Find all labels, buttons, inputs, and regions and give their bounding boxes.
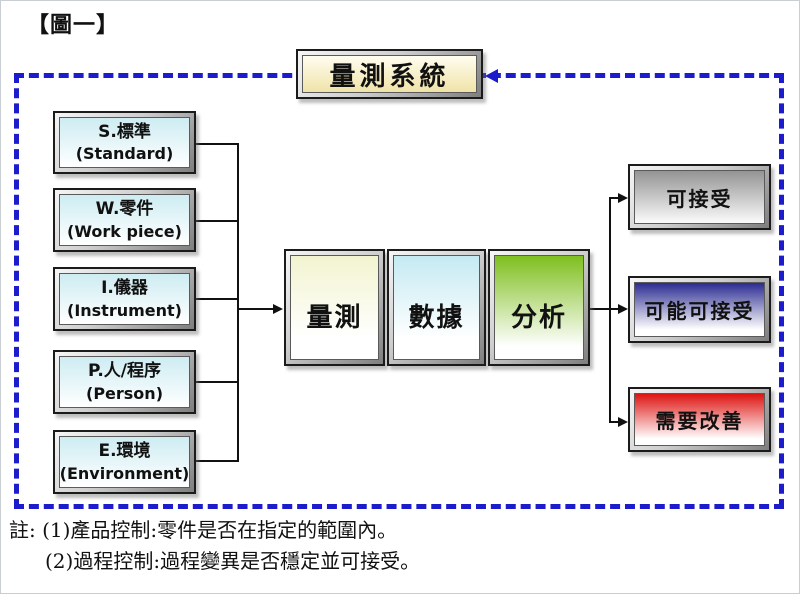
process-box-label: 量測 bbox=[306, 303, 363, 333]
dashed-feedback-arrowhead-icon bbox=[485, 69, 498, 83]
connector-line bbox=[609, 197, 611, 423]
connector-line bbox=[196, 143, 237, 145]
input-box-title: I.儀器 bbox=[101, 278, 148, 299]
arrowhead-icon bbox=[618, 193, 628, 203]
footnotes: 註: (1)產品控制:零件是否在指定的範圍內。 (2)過程控制:過程變異是否穩定… bbox=[9, 515, 420, 577]
input-box-subtitle: (Work piece) bbox=[67, 221, 182, 241]
connector-line bbox=[196, 298, 237, 300]
connector-line bbox=[196, 381, 237, 383]
input-box-instrument: I.儀器 (Instrument) bbox=[53, 267, 196, 331]
system-title-label: 量測系統 bbox=[329, 61, 450, 92]
process-box-measure: 量測 bbox=[284, 249, 385, 366]
input-box-title: W.零件 bbox=[95, 199, 154, 220]
footnote-line-2: (2)過程控制:過程變異是否穩定並可接受。 bbox=[45, 549, 421, 573]
connector-line bbox=[237, 308, 275, 310]
connector-line bbox=[590, 308, 620, 310]
input-box-title: S.標準 bbox=[98, 121, 151, 142]
system-title-box: 量測系統 bbox=[296, 49, 483, 99]
outcome-box-acceptable: 可接受 bbox=[628, 164, 771, 230]
outcome-box-label: 可接受 bbox=[666, 186, 733, 211]
input-box-subtitle: (Environment) bbox=[59, 463, 190, 483]
process-box-label: 分析 bbox=[510, 303, 567, 333]
arrowhead-icon bbox=[618, 304, 628, 314]
input-box-standard: S.標準 (Standard) bbox=[53, 111, 196, 174]
arrowhead-icon bbox=[273, 304, 283, 314]
outcome-box-label: 可能可接受 bbox=[644, 299, 755, 323]
connector-line bbox=[609, 421, 621, 423]
figure-label: 【圖一】 bbox=[27, 13, 120, 38]
input-box-environment: E.環境 (Environment) bbox=[53, 430, 196, 494]
input-box-subtitle: (Standard) bbox=[75, 144, 174, 164]
connector-line bbox=[196, 220, 237, 222]
input-box-subtitle: (Person) bbox=[86, 383, 163, 403]
arrowhead-icon bbox=[618, 417, 628, 427]
outcome-box-needs-improvement: 需要改善 bbox=[628, 387, 771, 452]
connector-line bbox=[196, 460, 237, 462]
process-box-label: 數據 bbox=[408, 303, 465, 333]
process-box-analysis: 分析 bbox=[488, 249, 590, 366]
input-box-subtitle: (Instrument) bbox=[67, 300, 182, 320]
outcome-box-maybe-acceptable: 可能可接受 bbox=[628, 276, 771, 343]
connector-line bbox=[609, 197, 621, 199]
input-box-person: P.人/程序 (Person) bbox=[53, 350, 196, 414]
input-box-workpiece: W.零件 (Work piece) bbox=[53, 188, 196, 252]
footnote-line-1: 註: (1)產品控制:零件是否在指定的範圍內。 bbox=[9, 518, 398, 542]
connector-line bbox=[237, 143, 239, 462]
input-box-title: P.人/程序 bbox=[87, 361, 161, 382]
outcome-box-label: 需要改善 bbox=[655, 409, 744, 433]
input-box-title: E.環境 bbox=[98, 441, 151, 462]
process-box-data: 數據 bbox=[387, 249, 486, 366]
